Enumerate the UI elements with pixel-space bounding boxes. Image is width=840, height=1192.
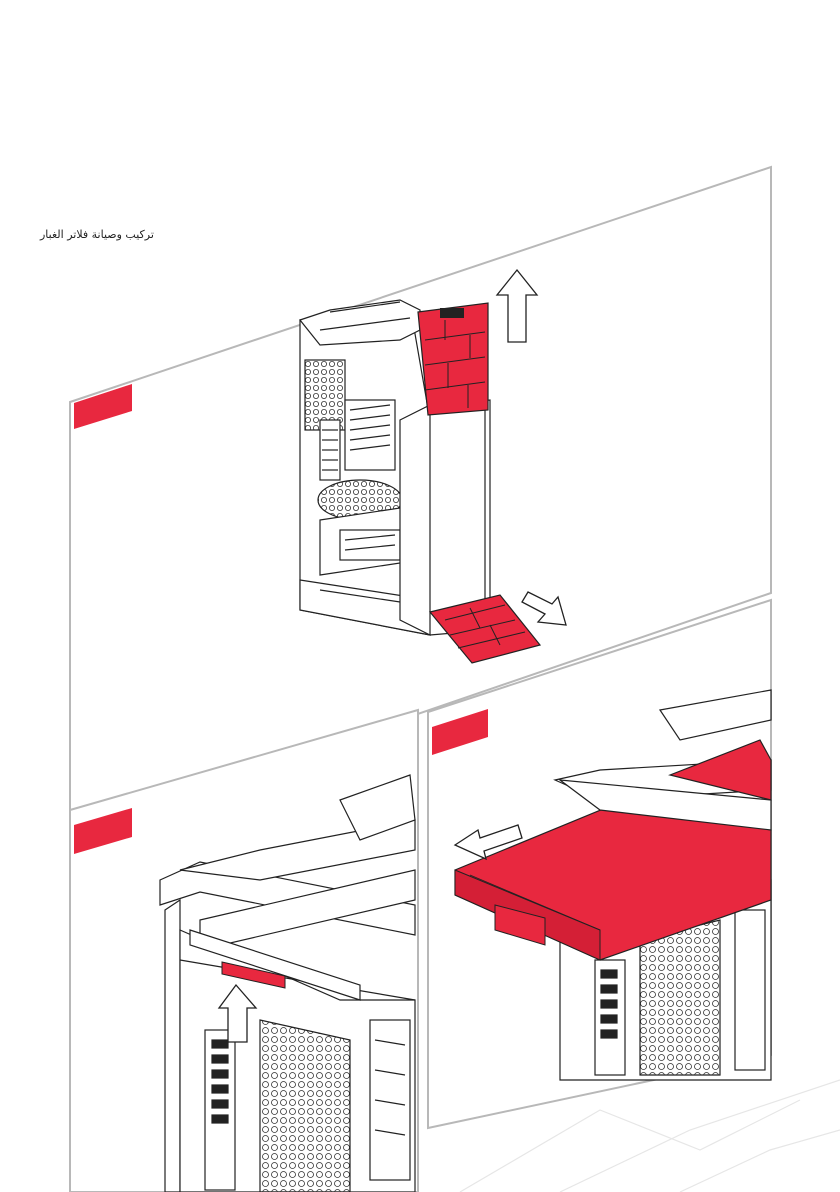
top-dust-filter <box>418 303 488 415</box>
